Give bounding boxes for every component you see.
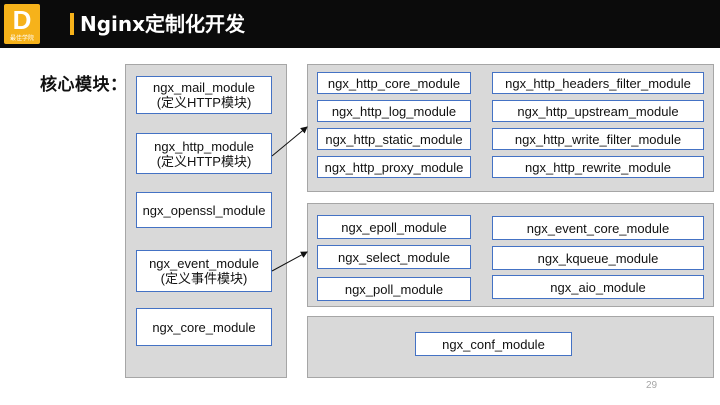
module-label: ngx_http_log_module [331,103,457,119]
module-label: ngx_http_module [154,138,254,154]
module-label: ngx_openssl_module [142,202,266,218]
module-sublabel: (定义事件模块) [160,271,248,286]
title-accent-bar [70,13,74,35]
module-openssl: ngx_openssl_module [136,192,272,228]
module-sublabel: (定义HTTP模块) [156,153,252,169]
module-sublabel: (定义HTTP模块) [156,95,252,110]
module-mail: ngx_mail_module (定义HTTP模块) [136,76,272,114]
module-label: ngx_select_module [337,249,451,265]
module-http-log: ngx_http_log_module [317,100,471,122]
section-label: 核心模块： [40,75,128,95]
page-number: 29 [646,380,658,391]
logo-letter: D [12,5,32,35]
module-label: ngx_event_module [149,256,259,271]
module-http-headers-filter: ngx_http_headers_filter_module [492,72,704,94]
header-bar: D 最佳学院 Nginx定制化开发 [0,0,720,48]
logo-caption: 最佳学院 [9,36,34,42]
slide-title: Nginx定制化开发 [80,12,246,36]
module-label: ngx_kqueue_module [537,250,659,266]
module-http-write-filter: ngx_http_write_filter_module [492,128,704,150]
module-http-proxy: ngx_http_proxy_module [317,156,471,178]
module-http-static: ngx_http_static_module [317,128,471,150]
module-conf: ngx_conf_module [415,332,572,356]
module-kqueue: ngx_kqueue_module [492,246,704,270]
module-select: ngx_select_module [317,245,471,269]
module-label: ngx_epoll_module [341,219,447,235]
module-label: ngx_http_proxy_module [324,159,464,175]
module-event: ngx_event_module (定义事件模块) [136,250,272,292]
module-label: ngx_http_rewrite_module [525,159,671,175]
module-core: ngx_core_module [136,308,272,346]
module-label: ngx_event_core_module [526,220,670,236]
module-http-core: ngx_http_core_module [317,72,471,94]
module-aio: ngx_aio_module [492,275,704,299]
module-epoll: ngx_epoll_module [317,215,471,239]
logo: D 最佳学院 [4,4,40,44]
module-http-upstream: ngx_http_upstream_module [492,100,704,122]
module-event-core: ngx_event_core_module [492,216,704,240]
module-label: ngx_aio_module [550,279,646,295]
module-label: ngx_core_module [152,319,256,335]
module-http: ngx_http_module (定义HTTP模块) [136,133,272,174]
module-label: ngx_http_core_module [327,75,461,91]
module-label: ngx_http_write_filter_module [514,131,682,147]
module-label: ngx_http_static_module [325,131,463,147]
module-poll: ngx_poll_module [317,277,471,301]
module-label: ngx_http_upstream_module [517,103,679,119]
module-label: ngx_poll_module [344,281,444,297]
module-label: ngx_conf_module [442,336,545,352]
module-label: ngx_http_headers_filter_module [505,75,691,91]
module-label: ngx_mail_module [153,80,255,95]
module-http-rewrite: ngx_http_rewrite_module [492,156,704,178]
